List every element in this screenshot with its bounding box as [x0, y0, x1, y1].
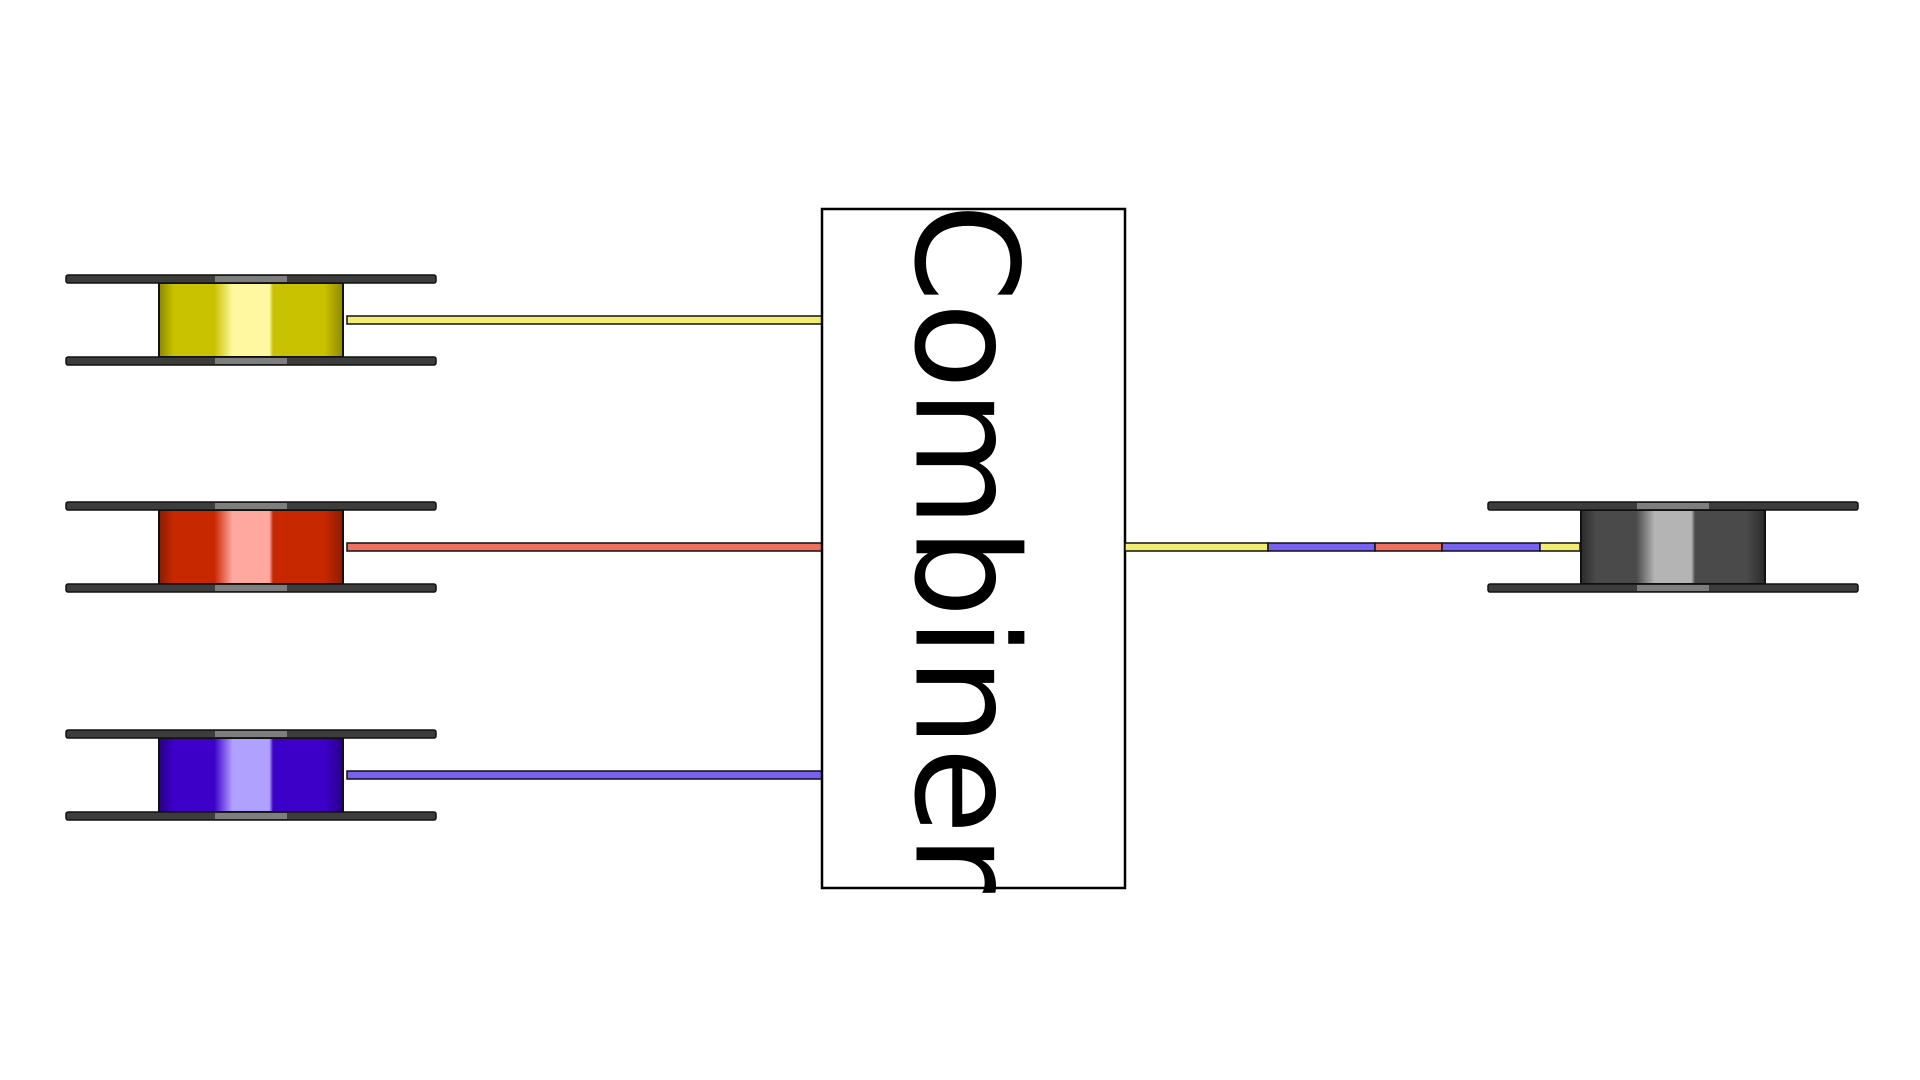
- input-spool-red: [65, 501, 437, 593]
- input-spool-blue: [65, 729, 437, 821]
- spool-drum: [158, 737, 344, 813]
- combiner-frame: [820, 207, 1127, 890]
- spool-flange-highlight: [215, 585, 287, 591]
- input-spools: [65, 274, 437, 821]
- output-strand-segment: [1124, 542, 1269, 552]
- spool-flange-highlight: [1637, 503, 1709, 509]
- output-strand-segment: [1441, 542, 1541, 552]
- output-strand-segment: [1267, 542, 1376, 552]
- input-strands: [346, 315, 823, 780]
- spool-flange-highlight: [215, 503, 287, 509]
- spool-flange-highlight: [215, 276, 287, 282]
- output-strand-segment: [1374, 542, 1443, 552]
- output-strand: [1124, 542, 1581, 552]
- spool-drum: [158, 282, 344, 358]
- output-strand-segment: [1539, 542, 1581, 552]
- spool-flange-highlight: [215, 731, 287, 737]
- input-spool-yellow: [65, 274, 437, 366]
- spool-drum: [158, 509, 344, 585]
- output-spool-black: [1487, 501, 1859, 593]
- spool-flange-highlight: [215, 813, 287, 819]
- spool-flange-highlight: [215, 358, 287, 364]
- output-spool: [1487, 501, 1859, 593]
- spool-drum: [1580, 509, 1766, 585]
- input-strand-blue: [346, 770, 823, 780]
- combiner-label: Combiner: [883, 203, 1048, 893]
- combiner-box: Combiner: [820, 203, 1127, 893]
- spool-flange-highlight: [1637, 585, 1709, 591]
- input-strand-yellow: [346, 315, 823, 325]
- input-strand-red: [346, 542, 823, 552]
